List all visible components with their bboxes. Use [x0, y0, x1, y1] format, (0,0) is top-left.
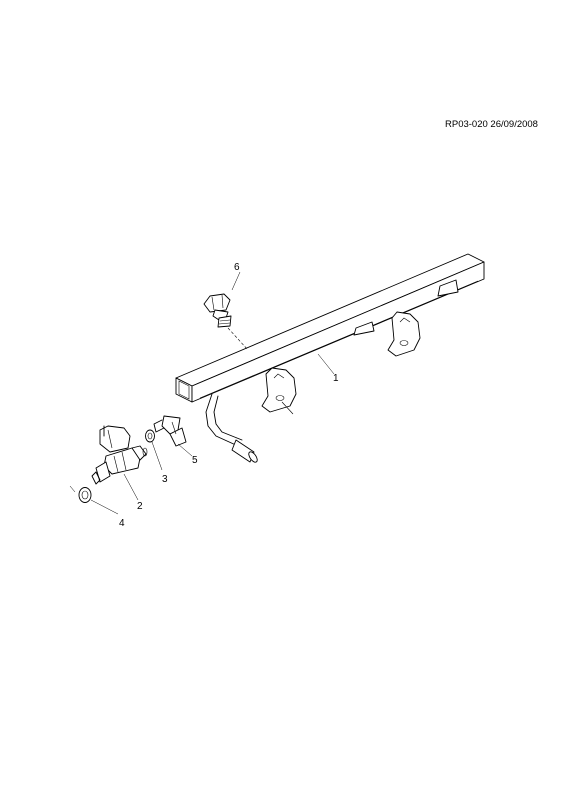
- fuel-injector: [91, 425, 148, 501]
- callout-6: 6: [234, 262, 240, 273]
- upper-o-ring: [145, 429, 163, 471]
- callout-4: 4: [119, 518, 125, 529]
- callout-6-leader: [231, 271, 241, 291]
- callout-3: 3: [162, 474, 168, 485]
- fuel-rail: [175, 253, 485, 463]
- callout-1: 1: [333, 373, 339, 384]
- mounting-bolt: [203, 293, 249, 351]
- injector-retaining-clip: [153, 415, 193, 457]
- lower-o-ring: [69, 485, 119, 515]
- drawing-reference-code: RP03-020 26/09/2008: [445, 119, 538, 130]
- callout-1-leader: [317, 353, 335, 375]
- callout-2: 2: [137, 501, 143, 512]
- callout-5: 5: [192, 455, 198, 466]
